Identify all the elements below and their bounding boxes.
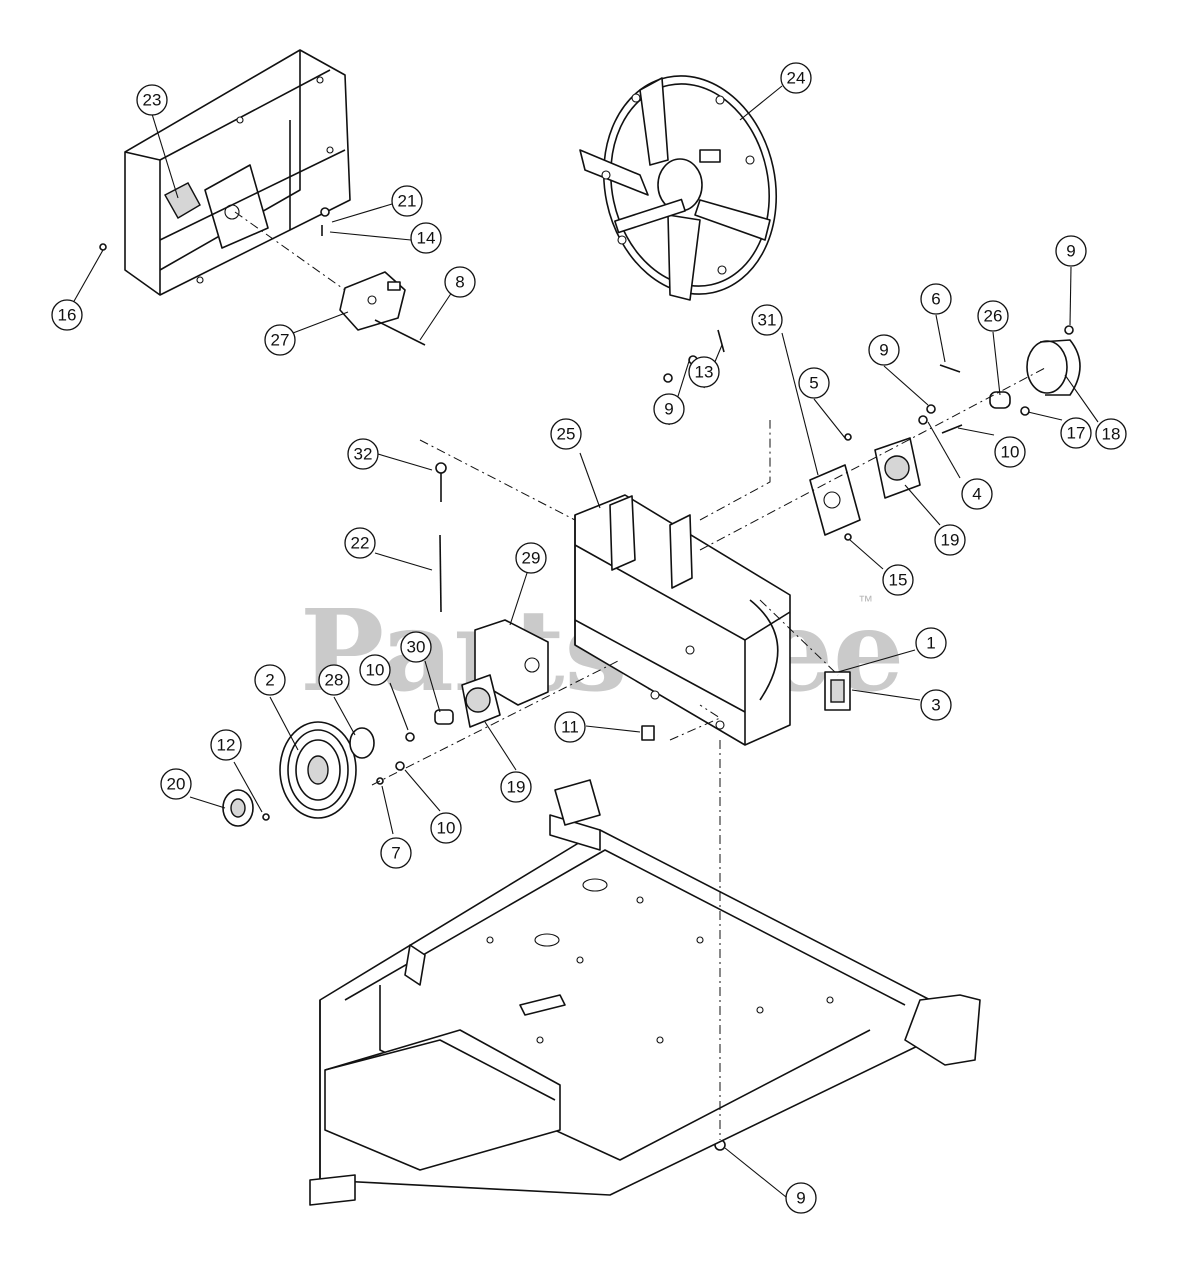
callout-12: 12 [210, 729, 242, 761]
svg-text:11: 11 [561, 718, 579, 737]
callout-23: 23 [136, 84, 168, 116]
callout-25: 25 [550, 418, 582, 450]
callout-5: 5 [798, 367, 830, 399]
svg-text:3: 3 [931, 696, 940, 715]
bolt-part-32 [435, 462, 447, 502]
cover-part-18 [1026, 339, 1081, 396]
svg-text:8: 8 [455, 273, 464, 292]
svg-text:19: 19 [507, 778, 526, 797]
callout-27: 27 [264, 324, 296, 356]
callout-32: 32 [347, 438, 379, 470]
hardware-pieces [99, 207, 1074, 1151]
assembly-lines [234, 211, 1046, 1140]
svg-text:16: 16 [58, 306, 77, 325]
chassis-frame-part [309, 779, 981, 1206]
callout-2: 2 [254, 664, 286, 696]
svg-text:29: 29 [522, 549, 541, 568]
svg-text:31: 31 [758, 311, 777, 330]
callout-14: 14 [410, 222, 442, 254]
switch-part-27 [339, 271, 406, 331]
bearing-part-19-upper [874, 437, 921, 499]
callout-8: 8 [444, 266, 476, 298]
svg-text:6: 6 [931, 290, 940, 309]
svg-text:13: 13 [695, 363, 714, 382]
svg-text:9: 9 [664, 400, 673, 419]
svg-text:23: 23 [143, 91, 162, 110]
svg-text:1: 1 [926, 634, 935, 653]
callout-22: 22 [344, 527, 376, 559]
callout-9-upper: 9 [868, 334, 900, 366]
chute-housing-part [124, 49, 351, 296]
callout-28: 28 [318, 664, 350, 696]
hub-part-20 [222, 789, 254, 827]
svg-text:12: 12 [217, 736, 236, 755]
callout-18: 18 [1095, 418, 1127, 450]
svg-text:5: 5 [809, 374, 818, 393]
svg-text:28: 28 [325, 671, 344, 690]
callout-26: 26 [977, 300, 1009, 332]
callout-1: 1 [915, 627, 947, 659]
svg-text:17: 17 [1067, 424, 1086, 443]
callout-29: 29 [515, 542, 547, 574]
callout-17: 17 [1060, 417, 1092, 449]
svg-text:10: 10 [1001, 443, 1020, 462]
svg-text:20: 20 [167, 775, 186, 794]
callout-31: 31 [751, 304, 783, 336]
callout-30: 30 [400, 631, 432, 663]
blower-bracket-part [574, 494, 791, 746]
rod-part-22 [439, 534, 442, 613]
callout-3: 3 [920, 689, 952, 721]
impeller-disc-part [579, 75, 778, 301]
svg-text:4: 4 [972, 485, 981, 504]
svg-text:27: 27 [271, 331, 290, 350]
svg-text:15: 15 [889, 571, 908, 590]
bushing-part-28 [349, 727, 375, 759]
svg-text:10: 10 [366, 661, 385, 680]
callout-24: 24 [780, 62, 812, 94]
callout-10-lower: 10 [430, 812, 462, 844]
svg-text:32: 32 [354, 445, 373, 464]
mount-plate-part-31 [809, 464, 861, 536]
callout-10-left: 10 [359, 654, 391, 686]
callout-9-mid: 9 [653, 393, 685, 425]
callout-7: 7 [380, 837, 412, 869]
svg-text:7: 7 [391, 844, 400, 863]
pulley-part-2 [279, 721, 357, 819]
callout-11: 11 [554, 711, 586, 743]
svg-text:22: 22 [351, 534, 370, 553]
spacer-part-30 [434, 709, 454, 725]
svg-text:18: 18 [1102, 425, 1121, 444]
svg-text:30: 30 [407, 638, 426, 657]
callout-6: 6 [920, 283, 952, 315]
leader-lines [72, 85, 1099, 1198]
svg-text:9: 9 [879, 341, 888, 360]
svg-text:™: ™ [858, 593, 873, 610]
svg-text:24: 24 [787, 69, 806, 88]
svg-text:10: 10 [437, 819, 456, 838]
svg-text:9: 9 [1066, 242, 1075, 261]
svg-text:21: 21 [398, 192, 417, 211]
callout-21: 21 [391, 185, 423, 217]
bearing-part-19-lower [461, 674, 501, 728]
callout-9-top-right: 9 [1055, 235, 1087, 267]
callout-20: 20 [160, 768, 192, 800]
svg-text:26: 26 [984, 307, 1003, 326]
callout-16: 16 [51, 299, 83, 331]
callout-13: 13 [688, 356, 720, 388]
svg-text:9: 9 [796, 1189, 805, 1208]
callout-19-lower: 19 [500, 771, 532, 803]
callout-10-right: 10 [994, 436, 1026, 468]
svg-text:19: 19 [941, 531, 960, 550]
svg-text:25: 25 [557, 425, 576, 444]
callout-15: 15 [882, 564, 914, 596]
callout-4: 4 [961, 478, 993, 510]
decal-part-3 [824, 671, 851, 711]
callout-9-bottom: 9 [785, 1182, 817, 1214]
callout-19-upper: 19 [934, 524, 966, 556]
svg-text:2: 2 [265, 671, 274, 690]
svg-text:14: 14 [417, 229, 436, 248]
